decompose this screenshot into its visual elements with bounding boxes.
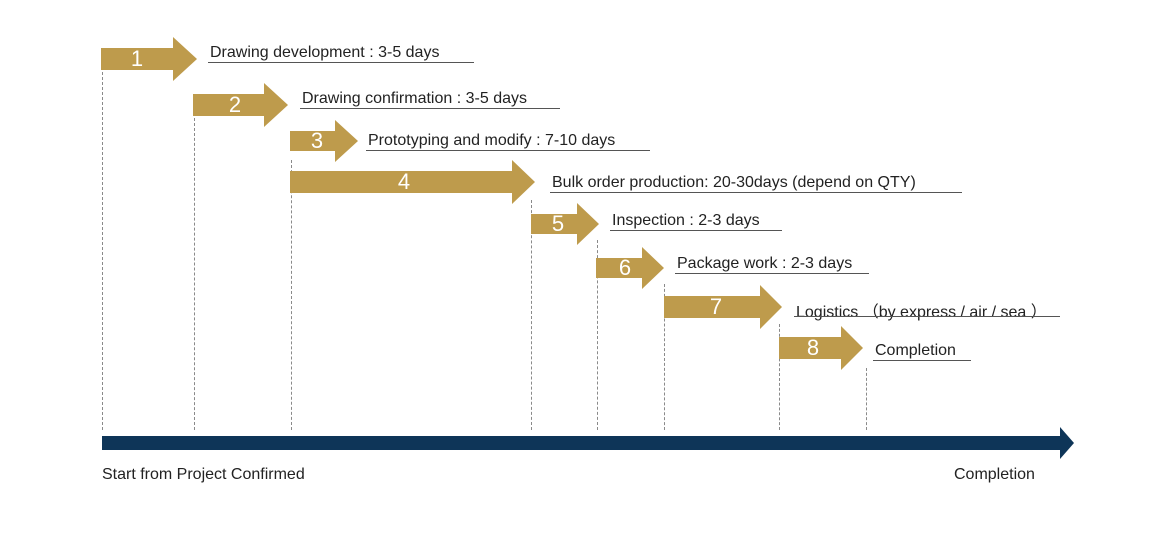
step-4-label: Bulk order production: 20-30days (depend…: [552, 174, 916, 191]
step-3-number: 3: [310, 128, 324, 153]
step-2-arrow: 2: [193, 83, 288, 127]
timeline-end-label: Completion: [954, 466, 1035, 483]
step-4-number: 4: [397, 169, 411, 194]
step-2-label: Drawing confirmation : 3-5 days: [302, 90, 527, 107]
step-3-underline: [366, 150, 650, 151]
step-3-label: Prototyping and modify : 7-10 days: [368, 132, 616, 149]
step-7-underline: [794, 316, 1060, 317]
step-5-underline: [610, 230, 782, 231]
step-6-underline: [675, 273, 869, 274]
step-1-number: 1: [130, 46, 144, 71]
step-5-label: Inspection : 2-3 days: [612, 212, 760, 229]
step-7-label: Logistics （by express / air / sea ）: [796, 304, 1047, 321]
step-5-arrow: 5: [531, 203, 599, 245]
step-3-arrow: 3: [290, 120, 358, 162]
step-8-underline: [873, 360, 971, 361]
timeline-arrow: [102, 427, 1074, 464]
guide-line: [291, 160, 292, 430]
step-5-number: 5: [551, 211, 565, 236]
step-2-underline: [300, 108, 560, 109]
guide-line: [664, 284, 665, 430]
guide-line: [194, 118, 195, 430]
step-2-number: 2: [228, 92, 242, 117]
step-1-arrow: 1: [101, 37, 197, 81]
step-4-underline: [550, 192, 962, 193]
step-8-label: Completion: [875, 342, 956, 359]
step-4-arrow: 4: [290, 160, 535, 204]
guide-line: [102, 72, 103, 430]
guide-line: [597, 240, 598, 430]
step-6-number: 6: [618, 255, 632, 280]
guide-line: [866, 368, 867, 430]
step-7-number: 7: [709, 294, 723, 319]
step-8-arrow: 8: [779, 326, 863, 370]
timeline-start-label: Start from Project Confirmed: [102, 466, 305, 483]
step-6-arrow: 6: [596, 247, 664, 289]
guide-line: [779, 324, 780, 430]
step-7-arrow: 7: [664, 285, 782, 329]
step-1-label: Drawing development : 3-5 days: [210, 44, 440, 61]
step-6-label: Package work : 2-3 days: [677, 255, 853, 272]
guide-line: [531, 200, 532, 430]
step-8-number: 8: [806, 335, 820, 360]
step-1-underline: [208, 62, 474, 63]
